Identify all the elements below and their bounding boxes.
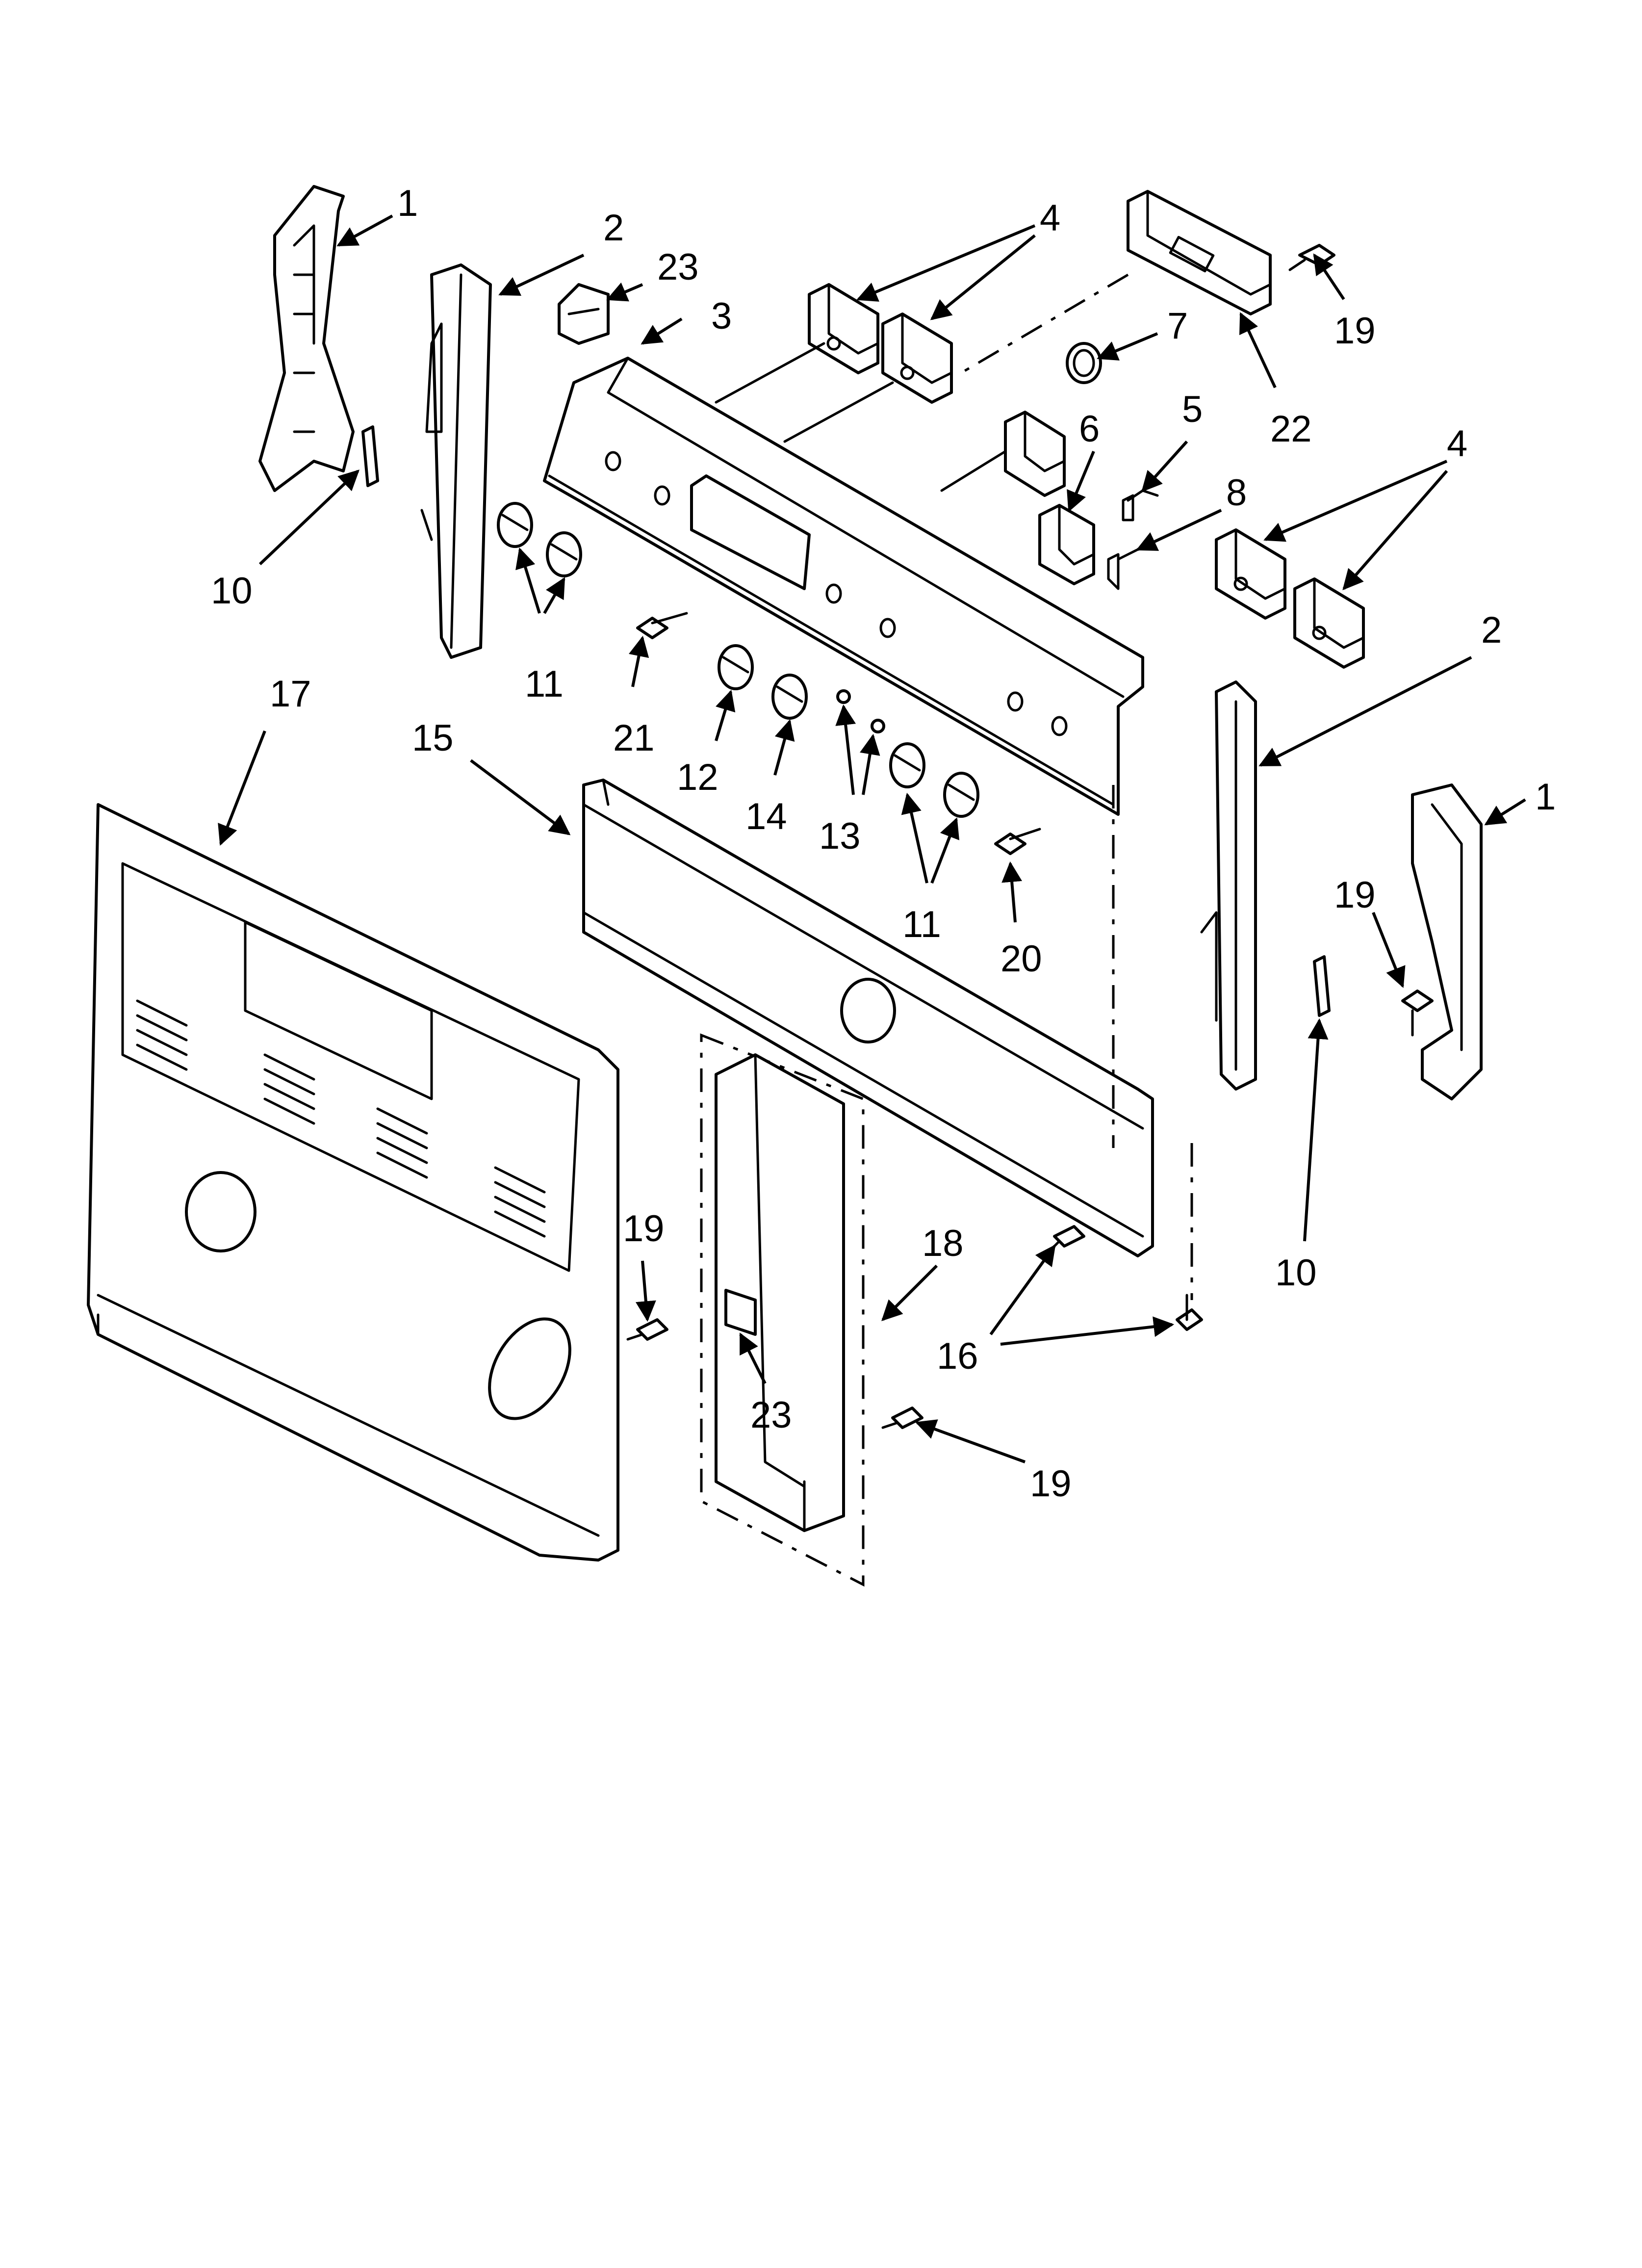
callout-19-right: 19 <box>1334 874 1376 916</box>
callout-11-left: 11 <box>525 663 564 705</box>
part-1-left-end-cap <box>258 185 355 492</box>
callout-16: 16 <box>937 1335 978 1377</box>
part-4-switch-b <box>881 313 953 404</box>
part-19-screw-right <box>1401 990 1434 1037</box>
callout-10-right: 10 <box>1275 1252 1317 1294</box>
callout-19-lower-left: 19 <box>623 1208 665 1250</box>
knob-11-d <box>943 772 979 818</box>
part-6-switch-b <box>1038 504 1095 585</box>
knob-11-b <box>546 531 582 577</box>
part-4-switch-c <box>1215 528 1286 620</box>
part-21-screw <box>636 612 688 639</box>
knob-11-c <box>889 742 925 788</box>
callout-1-left: 1 <box>397 182 418 224</box>
knob-14 <box>771 674 808 720</box>
part-7-ring <box>1066 342 1102 384</box>
part-19-screw-lower-right <box>881 1407 924 1429</box>
leader-lines <box>218 214 1526 1463</box>
callout-labels: 1 2 23 3 4 7 19 22 5 6 8 4 10 11 21 12 1… <box>211 182 1556 1505</box>
callout-4-right: 4 <box>1447 423 1467 465</box>
part-2-left-side-bracket <box>420 263 492 659</box>
callout-5: 5 <box>1182 389 1203 430</box>
callout-21: 21 <box>613 717 655 759</box>
callout-2-left: 2 <box>603 207 624 249</box>
part-19-screw-top <box>1288 244 1335 271</box>
callout-4-top: 4 <box>1040 197 1060 239</box>
callout-18: 18 <box>922 1223 964 1264</box>
callout-12: 12 <box>677 756 718 798</box>
part-20-screw <box>994 828 1041 855</box>
part-8-wire-harness <box>1107 548 1139 590</box>
callout-19-lower-right: 19 <box>1030 1463 1072 1505</box>
knob-12 <box>718 644 754 690</box>
callout-11-right: 11 <box>902 904 941 945</box>
callout-13: 13 <box>819 815 861 857</box>
knob-11-a <box>497 502 533 548</box>
callout-6: 6 <box>1079 408 1100 450</box>
callout-23-top: 23 <box>657 246 699 288</box>
part-23-clip <box>558 283 610 345</box>
callout-23-lower: 23 <box>750 1394 792 1436</box>
part-4-switch-d <box>1293 577 1365 669</box>
part-15-trim-panel <box>582 779 1154 1257</box>
part-22-clock-display <box>1127 190 1272 315</box>
part-16-screw-b <box>1176 1294 1203 1331</box>
callout-3: 3 <box>711 295 732 337</box>
part-19-screw-lower-left <box>626 1318 668 1341</box>
callout-8: 8 <box>1226 472 1247 514</box>
part-17-rear-panel <box>87 803 619 1562</box>
callout-20: 20 <box>1001 938 1042 980</box>
part-13-lamps <box>836 689 885 733</box>
part-6-switch <box>1004 411 1066 497</box>
alignment-lines <box>715 273 1193 1300</box>
part-10-right-tab <box>1313 955 1331 1017</box>
part-5-wire-harness <box>1122 489 1159 521</box>
callout-14: 14 <box>745 796 787 837</box>
part-4-switch-a <box>808 283 879 374</box>
callout-1-right: 1 <box>1535 776 1556 818</box>
callout-10-left: 10 <box>211 570 253 612</box>
part-2-right-side-bracket <box>1200 680 1257 1091</box>
part-1-right-end-cap <box>1411 783 1483 1100</box>
callout-22: 22 <box>1270 408 1312 450</box>
part-3-control-panel <box>543 357 1144 816</box>
part-18-duct-group <box>700 1033 865 1587</box>
callout-15: 15 <box>412 717 454 759</box>
callout-7: 7 <box>1167 305 1188 347</box>
callout-2-right: 2 <box>1481 609 1502 651</box>
callout-19-top: 19 <box>1334 310 1376 352</box>
part-10-left-tab <box>361 425 379 487</box>
callout-17: 17 <box>270 673 311 715</box>
